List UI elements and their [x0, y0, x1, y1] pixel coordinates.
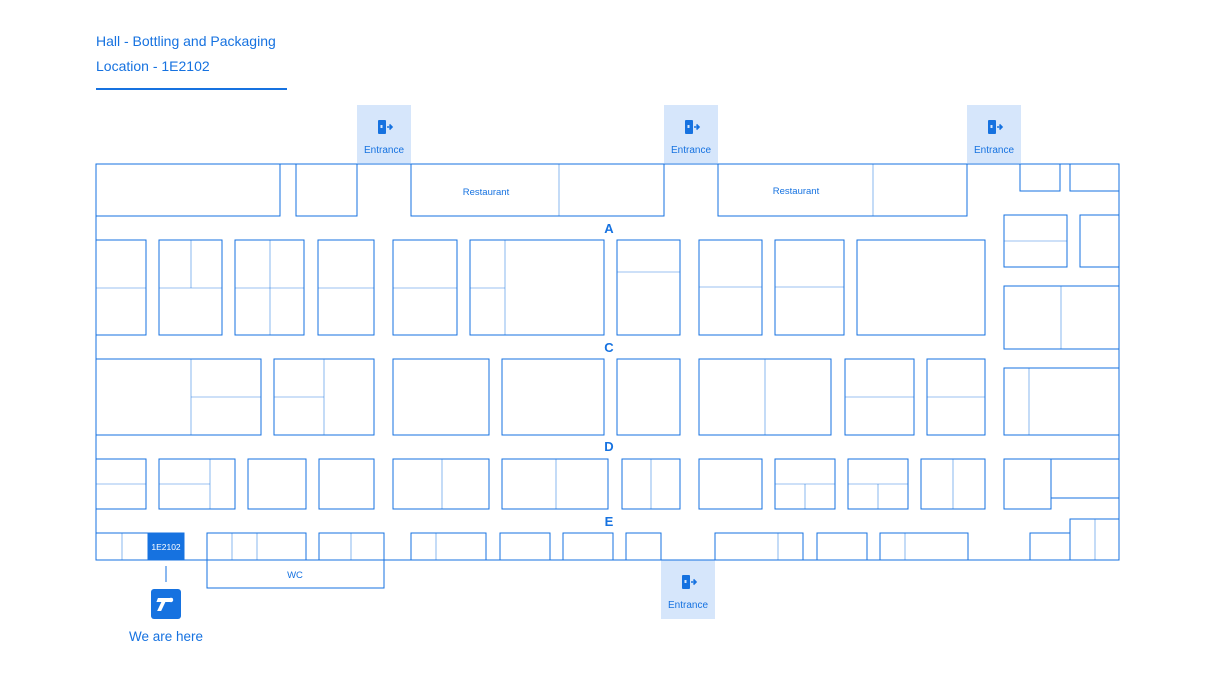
booth[interactable] — [698, 458, 763, 510]
booth[interactable] — [95, 358, 262, 436]
entrance-label: Entrance — [671, 145, 711, 156]
booth[interactable] — [206, 532, 307, 561]
booth[interactable] — [1003, 214, 1068, 268]
exit-door-icon — [988, 120, 1004, 134]
you-are-here-marker[interactable] — [151, 589, 181, 619]
booth[interactable] — [621, 458, 681, 510]
you-are-here-label: We are here — [129, 629, 203, 644]
entrance-label: Entrance — [364, 145, 404, 156]
restaurant-2[interactable]: Restaurant — [717, 163, 968, 217]
booth[interactable] — [501, 458, 609, 510]
location-title: Location - 1E2102 — [96, 58, 210, 74]
wc[interactable]: WC — [206, 559, 385, 589]
exit-door-icon — [685, 120, 701, 134]
wc-label: WC — [287, 570, 303, 581]
booth[interactable] — [774, 458, 836, 510]
booth[interactable] — [234, 239, 305, 336]
booth[interactable] — [1029, 532, 1071, 561]
booth[interactable] — [95, 458, 147, 510]
restaurant-label: Restaurant — [773, 186, 820, 197]
restaurant-label: Restaurant — [463, 187, 510, 198]
booth[interactable] — [1050, 458, 1120, 499]
booth[interactable] — [616, 358, 681, 436]
booth[interactable] — [318, 532, 385, 561]
entrance-top-3[interactable]: Entrance — [967, 105, 1021, 163]
booth[interactable] — [158, 239, 223, 336]
entrance-top-1[interactable]: Entrance — [357, 105, 411, 163]
booth[interactable] — [158, 458, 236, 510]
header-underline — [96, 88, 287, 90]
entrance-label: Entrance — [974, 145, 1014, 156]
booth[interactable] — [1019, 163, 1061, 192]
aisle-label-a: A — [604, 221, 614, 236]
booth[interactable] — [392, 458, 490, 510]
entrance-top-2[interactable]: Entrance — [664, 105, 718, 163]
booth[interactable] — [616, 239, 681, 336]
booth[interactable] — [714, 532, 804, 561]
booth[interactable] — [1079, 214, 1120, 268]
booth[interactable] — [926, 358, 986, 436]
booth[interactable] — [920, 458, 986, 510]
booth[interactable] — [698, 239, 763, 336]
booth[interactable] — [247, 458, 307, 510]
booth[interactable] — [698, 358, 832, 436]
aisle-label-d: D — [604, 439, 613, 454]
highlighted-booth-label: 1E2102 — [151, 542, 181, 552]
kiosk-icon — [151, 589, 181, 619]
booth[interactable] — [562, 532, 614, 561]
booth[interactable] — [1003, 367, 1120, 436]
booth[interactable] — [95, 532, 149, 561]
booth[interactable] — [847, 458, 909, 510]
booth[interactable] — [1069, 163, 1120, 192]
booth[interactable] — [95, 163, 281, 217]
entrance-bottom[interactable]: Entrance — [661, 560, 715, 619]
aisle-label-e: E — [605, 514, 614, 529]
booth[interactable] — [1003, 458, 1052, 510]
booth[interactable] — [774, 239, 845, 336]
booth[interactable] — [879, 532, 969, 561]
booth[interactable] — [392, 358, 490, 436]
booth[interactable] — [317, 239, 375, 336]
booth[interactable] — [318, 458, 375, 510]
booth[interactable] — [499, 532, 551, 561]
booth[interactable] — [95, 239, 147, 336]
booth[interactable] — [1069, 518, 1120, 561]
booth[interactable] — [844, 358, 915, 436]
exit-door-icon — [378, 120, 394, 134]
hall-title: Hall - Bottling and Packaging — [96, 33, 276, 49]
booth[interactable] — [295, 163, 358, 217]
booth[interactable] — [501, 358, 605, 436]
booth[interactable] — [410, 532, 487, 561]
booth[interactable] — [625, 532, 662, 561]
booth[interactable] — [392, 239, 458, 336]
entrance-label: Entrance — [668, 600, 708, 611]
booth[interactable] — [816, 532, 868, 561]
booth[interactable] — [1003, 285, 1120, 350]
exit-door-icon — [682, 575, 698, 589]
restaurant-1[interactable]: Restaurant — [410, 163, 665, 217]
booth-1e2102-highlighted[interactable]: 1E2102 — [147, 532, 185, 561]
aisle-label-c: C — [604, 340, 614, 355]
booth[interactable] — [469, 239, 605, 336]
booth[interactable] — [273, 358, 375, 436]
booth[interactable] — [856, 239, 986, 336]
